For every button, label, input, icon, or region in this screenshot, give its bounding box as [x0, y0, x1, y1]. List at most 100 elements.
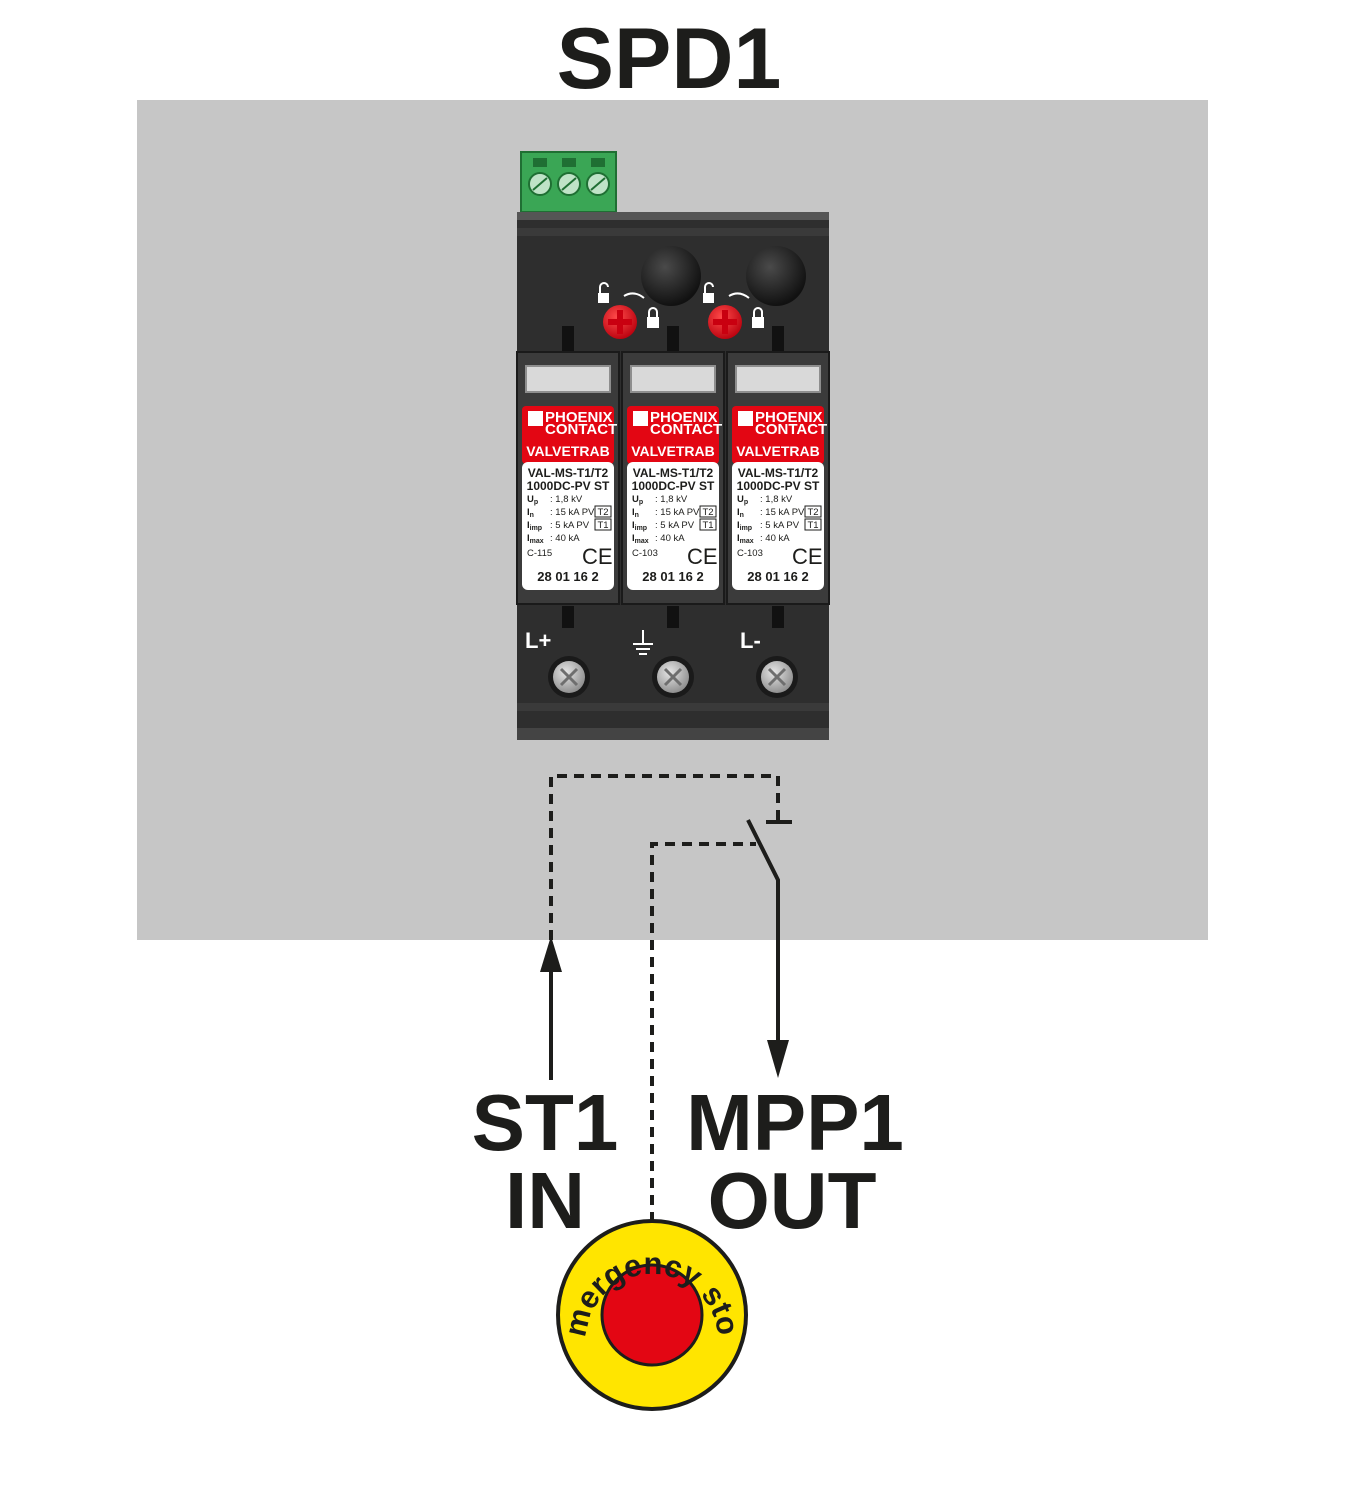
- in-value-row: : 15 kA PV: [550, 507, 595, 518]
- arrow-down-icon: [767, 1040, 789, 1078]
- in-type: T2: [807, 507, 818, 518]
- terminal-screw-icon[interactable]: [756, 656, 798, 698]
- unlock-icon: [703, 282, 714, 303]
- ground-icon: [633, 630, 653, 655]
- module-label-window: [630, 365, 716, 393]
- unlock-icon: [598, 282, 609, 303]
- model-line-1: VAL-MS-T1/T2: [528, 466, 609, 480]
- protection-module-2[interactable]: PHOENIX CONTACT VALVETRAB VAL-MS-T1/T2 1…: [621, 351, 725, 605]
- imax-value: 40 kA: [555, 533, 580, 544]
- iimp-type: T1: [807, 520, 818, 531]
- in-symbol: In: [632, 507, 639, 519]
- input-label-line-1: ST1: [472, 1078, 619, 1167]
- in-value-row: : 15 kA PV: [655, 507, 700, 518]
- brand-line-1: PHOENIX: [650, 409, 718, 426]
- output-label-line-2: OUT: [708, 1156, 877, 1245]
- imax-value-row: : 40 kA: [655, 533, 685, 544]
- iimp-value: 5 kA PV: [765, 520, 799, 531]
- brand-logo-icon: [633, 411, 648, 426]
- status-indicator-knob-icon: [641, 246, 701, 306]
- ce-mark: CE: [687, 544, 718, 569]
- cert-number: C-115: [527, 548, 552, 559]
- status-indicator-knob-icon: [746, 246, 806, 306]
- in-type: T2: [702, 507, 713, 518]
- lock-icon: [647, 307, 659, 328]
- product-name: VALVETRAB: [526, 443, 609, 459]
- brand-logo-icon: [528, 411, 543, 426]
- iimp-value-row: : 5 kA PV: [760, 520, 800, 531]
- up-symbol: Up: [632, 494, 643, 506]
- imax-value: 40 kA: [660, 533, 685, 544]
- brand-line-2: CONTACT: [545, 421, 617, 438]
- up-symbol: Up: [527, 494, 538, 506]
- protection-module-1[interactable]: PHOENIX CONTACT VALVETRAB VAL-MS-T1/T2 1…: [516, 351, 620, 605]
- cert-number: C-103: [737, 548, 763, 559]
- terminal-screw-icon[interactable]: [652, 656, 694, 698]
- red-locking-screw-icon[interactable]: [603, 305, 637, 339]
- product-name: VALVETRAB: [736, 443, 819, 459]
- iimp-value-row: : 5 kA PV: [655, 520, 695, 531]
- terminal-screw-icon[interactable]: [548, 656, 590, 698]
- up-value-row: : 1,8 kV: [760, 494, 793, 505]
- ce-mark: CE: [792, 544, 823, 569]
- imax-value: 40 kA: [765, 533, 790, 544]
- brand-line-1: PHOENIX: [755, 409, 823, 426]
- brand-logo-icon: [738, 411, 753, 426]
- protection-module-3[interactable]: PHOENIX CONTACT VALVETRAB VAL-MS-T1/T2 1…: [726, 351, 830, 605]
- device-title: SPD1: [557, 11, 782, 107]
- in-symbol: In: [737, 507, 744, 519]
- product-name: VALVETRAB: [631, 443, 714, 459]
- lock-mechanism-2[interactable]: [703, 282, 764, 339]
- up-value: 1,8 kV: [555, 494, 583, 505]
- brand-badge: [522, 406, 614, 464]
- iimp-value: 5 kA PV: [660, 520, 694, 531]
- up-value: 1,8 kV: [660, 494, 688, 505]
- in-value: 15 kA PV: [765, 507, 805, 518]
- in-symbol: In: [527, 507, 534, 519]
- lock-icon: [752, 307, 764, 328]
- input-label-line-2: IN: [505, 1156, 585, 1245]
- remote-contact-wiring: [549, 774, 792, 1222]
- remote-signal-connector[interactable]: [520, 151, 617, 213]
- imax-value-row: : 40 kA: [760, 533, 790, 544]
- lock-mechanism-1[interactable]: [598, 282, 659, 339]
- protection-modules: PHOENIX CONTACT VALVETRAB VAL-MS-T1/T2 1…: [516, 351, 830, 605]
- up-value-row: : 1,8 kV: [655, 494, 688, 505]
- iimp-value: 5 kA PV: [555, 520, 589, 531]
- article-number: 28 01 16 2: [642, 569, 703, 584]
- article-number: 28 01 16 2: [747, 569, 808, 584]
- module-spec-label: [522, 462, 614, 590]
- model-line-1: VAL-MS-T1/T2: [738, 466, 819, 480]
- arrow-up-icon: [540, 936, 562, 972]
- module-label-window: [525, 365, 611, 393]
- arrow-icon: [728, 292, 750, 299]
- model-line-2: 1000DC-PV ST: [737, 479, 820, 493]
- module-label-window: [735, 365, 821, 393]
- brand-line-2: CONTACT: [755, 421, 827, 438]
- up-value: 1,8 kV: [765, 494, 793, 505]
- terminal-label-negative: L-: [740, 628, 761, 653]
- up-symbol: Up: [737, 494, 748, 506]
- iimp-value-row: : 5 kA PV: [550, 520, 590, 531]
- terminal-label-positive: L+: [525, 628, 551, 653]
- brand-badge: [627, 406, 719, 464]
- brand-line-2: CONTACT: [650, 421, 722, 438]
- red-locking-screw-icon[interactable]: [708, 305, 742, 339]
- brand-line-1: PHOENIX: [545, 409, 613, 426]
- module-spec-label: [732, 462, 824, 590]
- arrow-icon: [623, 292, 645, 299]
- model-line-1: VAL-MS-T1/T2: [633, 466, 714, 480]
- model-line-2: 1000DC-PV ST: [632, 479, 715, 493]
- module-spec-label: [627, 462, 719, 590]
- in-value: 15 kA PV: [555, 507, 595, 518]
- up-value-row: : 1,8 kV: [550, 494, 583, 505]
- imax-value-row: : 40 kA: [550, 533, 580, 544]
- article-number: 28 01 16 2: [537, 569, 598, 584]
- in-value-row: : 15 kA PV: [760, 507, 805, 518]
- iimp-type: T1: [702, 520, 713, 531]
- ce-mark: CE: [582, 544, 613, 569]
- model-line-2: 1000DC-PV ST: [527, 479, 610, 493]
- in-value: 15 kA PV: [660, 507, 700, 518]
- output-label-line-1: MPP1: [686, 1078, 904, 1167]
